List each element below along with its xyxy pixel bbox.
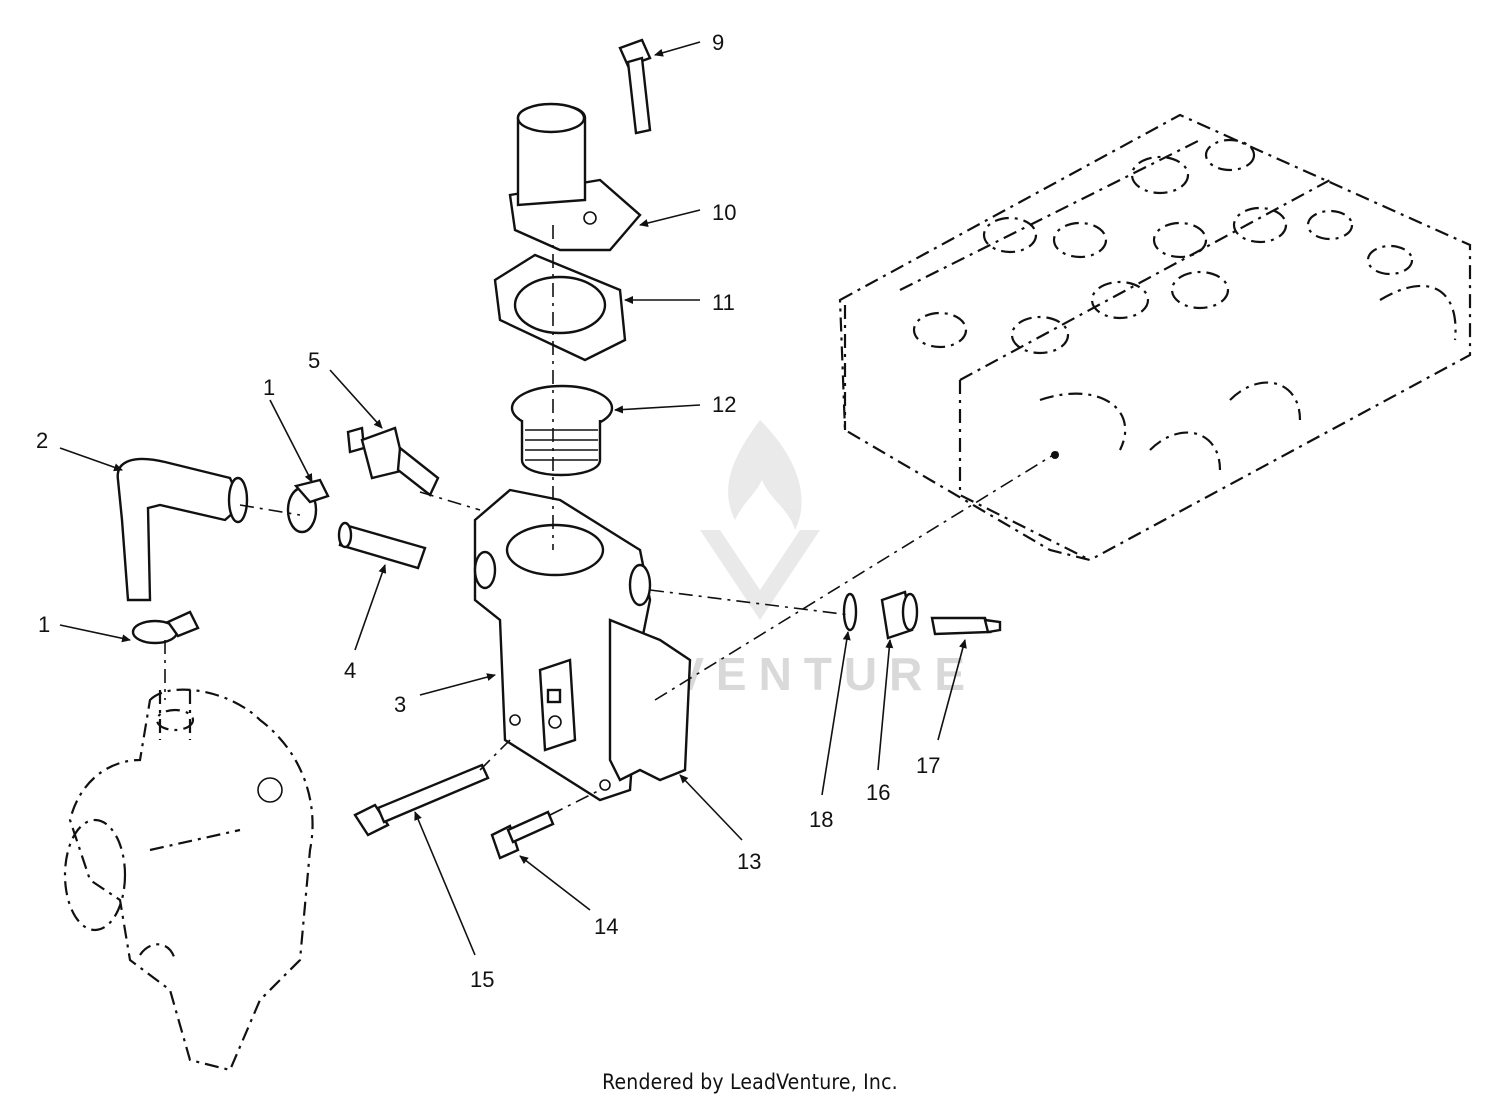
callout-9: 9 (712, 30, 724, 55)
long-bolt (353, 763, 490, 837)
callout-1-upper: 1 (263, 375, 275, 400)
hose-clamp-upper (286, 478, 330, 534)
watermark-logo (700, 420, 820, 620)
callout-numbers: 9 10 11 12 5 1 2 1 4 3 18 16 17 15 14 13 (36, 30, 940, 992)
cover-gasket (493, 253, 627, 362)
callout-10: 10 (712, 200, 736, 225)
hose-clamp-lower (131, 610, 200, 645)
cylinder-head (838, 113, 1472, 562)
bypass-hose (116, 457, 249, 602)
callout-15: 15 (470, 967, 494, 992)
bypass-pipe (337, 521, 427, 570)
cover-bolt (618, 38, 652, 135)
callout-18: 18 (809, 807, 833, 832)
adapter-fitting (880, 590, 919, 640)
water-pump (63, 688, 314, 1072)
leader-lines (59, 41, 967, 956)
housing-gasket (608, 618, 692, 782)
callout-3: 3 (394, 692, 406, 717)
callout-14: 14 (594, 914, 618, 939)
thermostat (510, 384, 614, 477)
callout-13: 13 (737, 849, 761, 874)
callout-4: 4 (344, 658, 356, 683)
callout-2: 2 (36, 428, 48, 453)
callout-11: 11 (712, 290, 735, 315)
callout-12: 12 (712, 392, 736, 417)
short-bolt (490, 810, 555, 860)
o-ring (842, 592, 858, 632)
render-credit: Rendered by LeadVenture, Inc. (602, 1070, 898, 1094)
assembly-centerlines (164, 225, 1059, 816)
thermostat-cover (508, 102, 642, 252)
callout-5: 5 (308, 348, 320, 373)
thermostat-housing (473, 488, 652, 802)
callout-1-lower: 1 (38, 612, 50, 637)
callout-17: 17 (916, 753, 940, 778)
temperature-sensor (930, 616, 1002, 636)
temperature-sender (346, 426, 440, 497)
callout-16: 16 (866, 780, 890, 805)
